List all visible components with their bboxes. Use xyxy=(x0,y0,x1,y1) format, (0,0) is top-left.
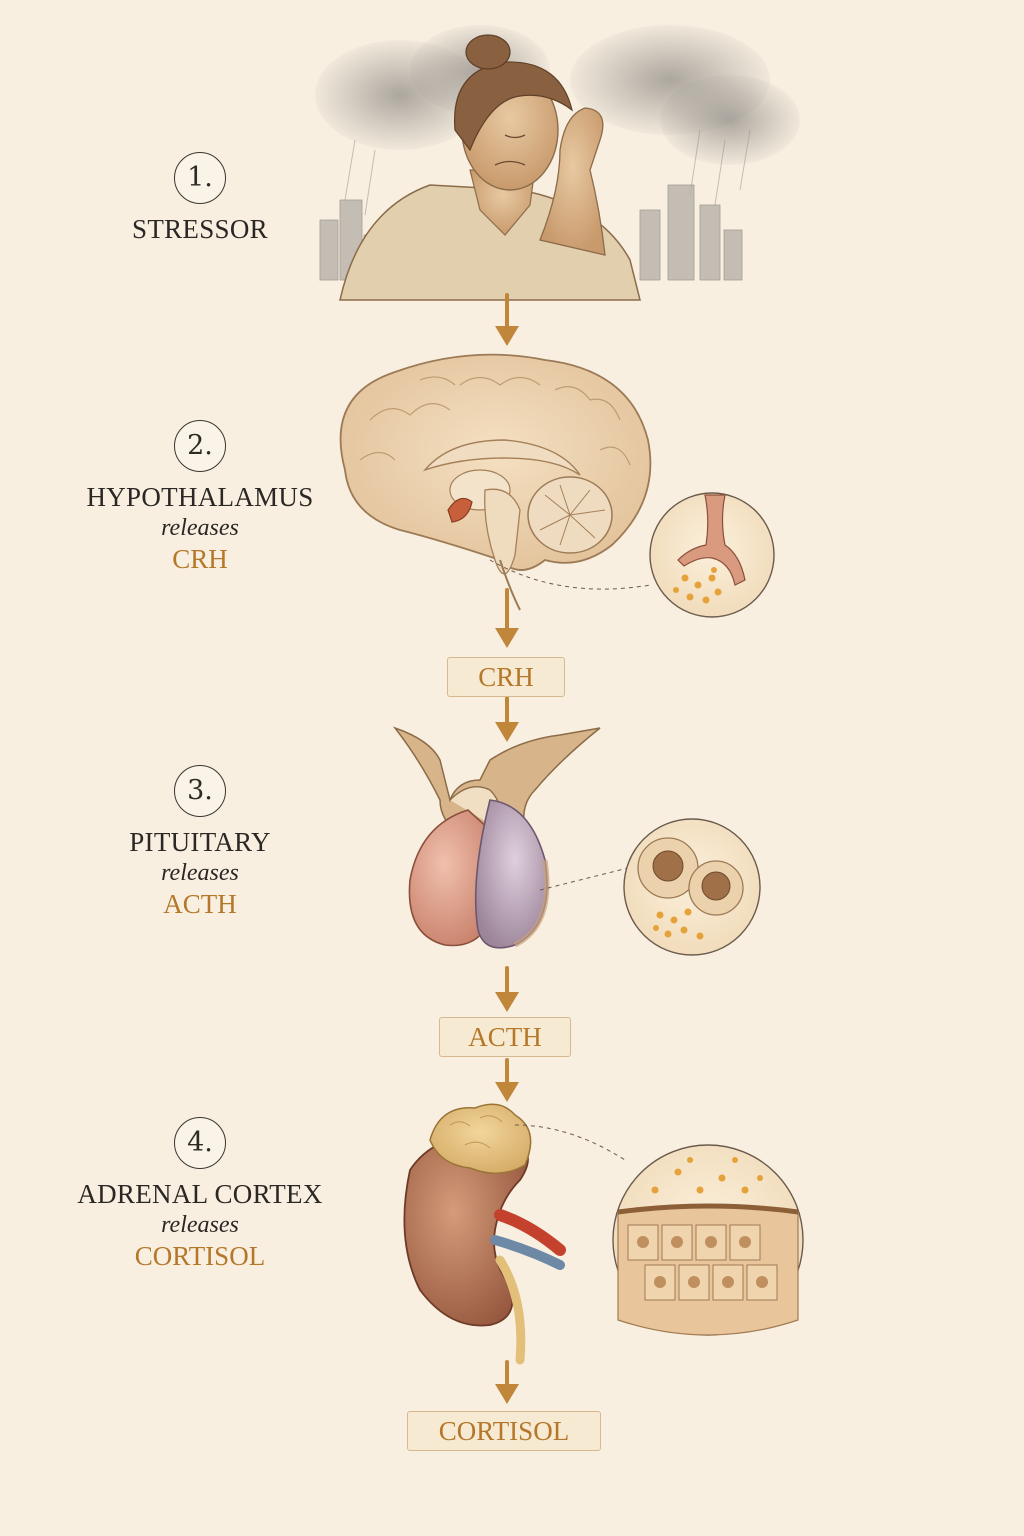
hormone-box-cortisol: CORTISOL xyxy=(407,1411,601,1451)
step-hormone-label: CORTISOL xyxy=(134,1241,266,1271)
flow-arrows xyxy=(495,293,519,1404)
step-number-badge: 2. xyxy=(174,420,226,472)
step-organ-label: ADRENAL CORTEX xyxy=(77,1179,323,1209)
pituitary-cell-inset xyxy=(539,818,761,956)
step-hormone-label: CRH xyxy=(172,544,228,574)
step-verb-label: releases xyxy=(161,1212,239,1238)
step-verb-label: releases xyxy=(161,860,239,886)
step-number-badge: 4. xyxy=(174,1117,226,1169)
step-hormone-label: ACTH xyxy=(163,889,237,919)
step-verb-label: releases xyxy=(161,515,239,541)
hormone-box-crh: CRH xyxy=(447,657,565,697)
step-stressor: 1. STRESSOR xyxy=(40,152,360,245)
step-organ-label: STRESSOR xyxy=(132,214,268,244)
arrow-pituitary-to-acth xyxy=(495,966,519,1012)
arrow-adrenal-to-cortisol xyxy=(495,1360,519,1404)
stressed-person-illustration xyxy=(315,25,800,301)
kidney-adrenal-illustration xyxy=(403,1103,566,1365)
arrow-stressor-to-brain xyxy=(495,293,519,346)
step-pituitary: 3. PITUITARY releases ACTH xyxy=(40,765,360,920)
cerebellum xyxy=(527,476,613,554)
step-organ-label: HYPOTHALAMUS xyxy=(86,482,314,512)
arrow-acth-to-adrenal xyxy=(495,1058,519,1102)
nerve-terminal-inset xyxy=(489,492,775,618)
arrow-crh-to-pituitary xyxy=(495,696,519,742)
step-organ-label: PITUITARY xyxy=(129,827,271,857)
step-number-badge: 1. xyxy=(174,152,226,204)
step-hypothalamus: 2. HYPOTHALAMUS releases CRH xyxy=(40,420,360,575)
pituitary-illustration xyxy=(392,726,601,949)
hormone-box-acth: ACTH xyxy=(439,1017,571,1057)
step-adrenal-cortex: 4. ADRENAL CORTEX releases CORTISOL xyxy=(40,1117,360,1272)
brain-illustration xyxy=(339,353,652,611)
adrenal-cell-inset xyxy=(514,1124,804,1336)
arrow-brain-to-crh xyxy=(495,588,519,648)
step-number-badge: 3. xyxy=(174,765,226,817)
